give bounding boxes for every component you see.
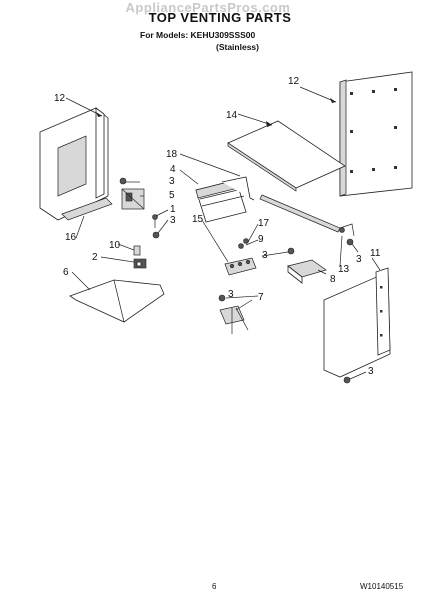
leader-lines (65, 86, 381, 380)
callout-7: 7 (258, 292, 264, 303)
variant-label: (Stainless) (216, 42, 259, 52)
callout-17: 17 (258, 218, 270, 229)
callout-13: 13 (338, 264, 350, 275)
callout-4: 4 (170, 164, 176, 175)
callout-14: 14 (226, 110, 238, 121)
part-11-rear-panel (339, 71, 413, 197)
part-13-rod (259, 194, 355, 237)
callout-3-a: 3 (169, 176, 175, 187)
models-line: For Models: KEHU309SSS00 (140, 30, 256, 40)
part-18-strap (221, 176, 255, 201)
callout-6: 6 (63, 267, 69, 278)
part-16-bracket (61, 197, 113, 221)
callout-3-c: 3 (262, 250, 268, 261)
page-title: TOP VENTING PARTS (148, 10, 292, 25)
callout-16: 16 (65, 232, 77, 243)
part-2-switch (133, 258, 147, 269)
callout-2: 2 (92, 252, 98, 263)
callout-3-d: 3 (228, 289, 234, 300)
part-15-terminal-block (224, 238, 257, 276)
part-5-blower-motor (121, 188, 145, 210)
callout-numbers: 12 12 14 18 4 3 5 1 3 10 2 16 6 15 17 9 … (54, 76, 381, 377)
callout-10: 10 (109, 240, 121, 251)
document-number: W10140515 (360, 582, 404, 591)
part-10-clip (133, 245, 141, 256)
callout-11: 12 (288, 76, 300, 87)
watermark: AppliancePartsPros.com (125, 0, 291, 15)
part-6-duct (69, 279, 165, 323)
callout-3-e: 3 (356, 254, 362, 265)
callout-12-left: 12 (54, 93, 66, 104)
callout-18: 18 (166, 149, 178, 160)
callout-8: 8 (330, 274, 336, 285)
callout-3-b: 3 (170, 215, 176, 226)
part-14-top-panel (227, 120, 346, 192)
part-7-sensor-bracket (219, 305, 249, 334)
page-number: 6 (212, 582, 217, 591)
callout-3-f: 3 (368, 366, 374, 377)
part-12-right-panel (323, 267, 391, 378)
part-1-screw (152, 214, 158, 228)
part-8-module (287, 259, 327, 284)
part-12-left-panel (39, 107, 109, 221)
callout-9: 9 (258, 234, 264, 245)
callout-5: 5 (169, 190, 175, 201)
callout-15: 15 (192, 214, 204, 225)
callout-1: 1 (170, 204, 176, 215)
callout-12-right: 11 (370, 248, 381, 259)
part-3-screws (119, 177, 354, 384)
